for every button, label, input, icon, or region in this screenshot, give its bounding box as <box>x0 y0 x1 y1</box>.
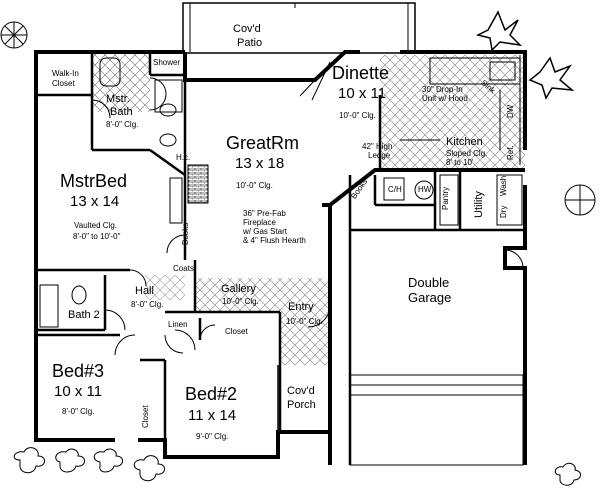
coats-label: Coats <box>173 264 194 273</box>
greatroom-dims: 13 x 18 <box>235 155 285 172</box>
closet-bed3-label: Closet <box>141 405 150 428</box>
bed2-ceiling: 9'-0" Clg. <box>196 432 229 441</box>
gallery-ceiling: 10'-0" Clg. <box>222 297 259 306</box>
fireplace-note-3: w/ Gas Start <box>243 227 288 236</box>
dinette-ceiling: 10'-0" Clg. <box>339 111 376 120</box>
porch-label: Cov'd <box>287 385 315 397</box>
porch-label-2: Porch <box>287 399 316 411</box>
mstr-bath-name-2: Bath <box>110 106 133 118</box>
tile-areas <box>92 52 525 365</box>
utility-label: Utility <box>473 191 485 218</box>
drop-in-note-1: 30" Drop-In <box>422 85 463 94</box>
fireplace-icon <box>187 164 209 204</box>
hall-name: Hall <box>135 285 154 297</box>
bed3-ceiling: 8'-0" Clg. <box>62 407 95 416</box>
wash-label: Wash <box>499 175 508 196</box>
fixtures <box>39 55 523 328</box>
drop-in-note-2: Unit w/ Hood <box>422 94 468 103</box>
dry-label: Dry <box>499 205 508 218</box>
mstrbed-name: MstrBed <box>60 171 128 191</box>
kitchen-ceiling-1: Sloped Clg. <box>446 149 488 158</box>
dw-label: DW <box>506 104 515 118</box>
bed3-dims: 10 x 11 <box>54 383 103 400</box>
mstr-bath-ceiling: 8'-0" Clg. <box>106 120 139 129</box>
hw-label: HW <box>418 185 432 194</box>
greatroom-ceiling: 10'-0" Clg. <box>236 181 273 190</box>
ledge-note-2: Ledge <box>368 151 391 160</box>
kitchen-name: Kitchen <box>446 136 483 148</box>
patio-label: Cov'd <box>233 23 261 35</box>
linen-label: Linen <box>168 320 188 329</box>
books-label: Books <box>181 222 190 245</box>
porch-outline <box>277 365 331 432</box>
bath2-name: Bath 2 <box>68 309 100 321</box>
walk-in-closet-2: Closet <box>52 79 75 88</box>
bed2-dims: 11 x 14 <box>188 407 237 424</box>
patio-outline <box>182 2 416 54</box>
entry-name: Entry <box>288 301 314 313</box>
mstrbed-ceiling-2: 8'-0" to 10'-0" <box>73 232 121 241</box>
dinette-name: Dinette <box>332 63 390 83</box>
mstrbed-dims: 13 x 14 <box>70 193 120 210</box>
mstr-bath-name: Mstr. <box>106 93 130 105</box>
pantry-label: Pantry <box>441 186 450 210</box>
patio-label-2: Patio <box>237 37 263 49</box>
closet-bed2-label: Closet <box>225 327 248 336</box>
kitchen-ceiling-2: 8' to 10' <box>446 158 474 167</box>
ref-label: Ref. <box>506 145 515 160</box>
fireplace-note-4: & 4" Flush Hearth <box>243 236 306 245</box>
walk-in-closet-1: Walk-In <box>52 69 79 78</box>
mstrbed-ceiling-1: Vaulted Clg. <box>74 221 117 230</box>
bed2-name: Bed#2 <box>185 384 238 404</box>
garage-door <box>349 374 524 466</box>
ch-label: C/H <box>388 185 402 194</box>
ledge-note-1: 42" High <box>362 142 393 151</box>
fireplace-note-2: Fireplace <box>243 218 276 227</box>
garage-name: Double <box>408 275 450 290</box>
hall-ceiling: 8'-0" Clg. <box>131 300 164 309</box>
fireplace-note-1: 36" Pre-Fab <box>243 209 286 218</box>
shower-label: Shower <box>153 58 181 67</box>
entry-ceiling: 10'-0" Clg. <box>286 317 323 326</box>
garage-name-2: Garage <box>408 290 452 305</box>
dinette-dims: 10 x 11 <box>338 85 387 102</box>
bed3-name: Bed#3 <box>52 361 105 381</box>
door-swings <box>91 61 524 356</box>
tree-icons <box>0 10 596 486</box>
hc-label: H.c. <box>176 153 191 162</box>
greatroom-name: GreatRm <box>226 133 300 153</box>
gallery-name: Gallery <box>221 283 256 295</box>
